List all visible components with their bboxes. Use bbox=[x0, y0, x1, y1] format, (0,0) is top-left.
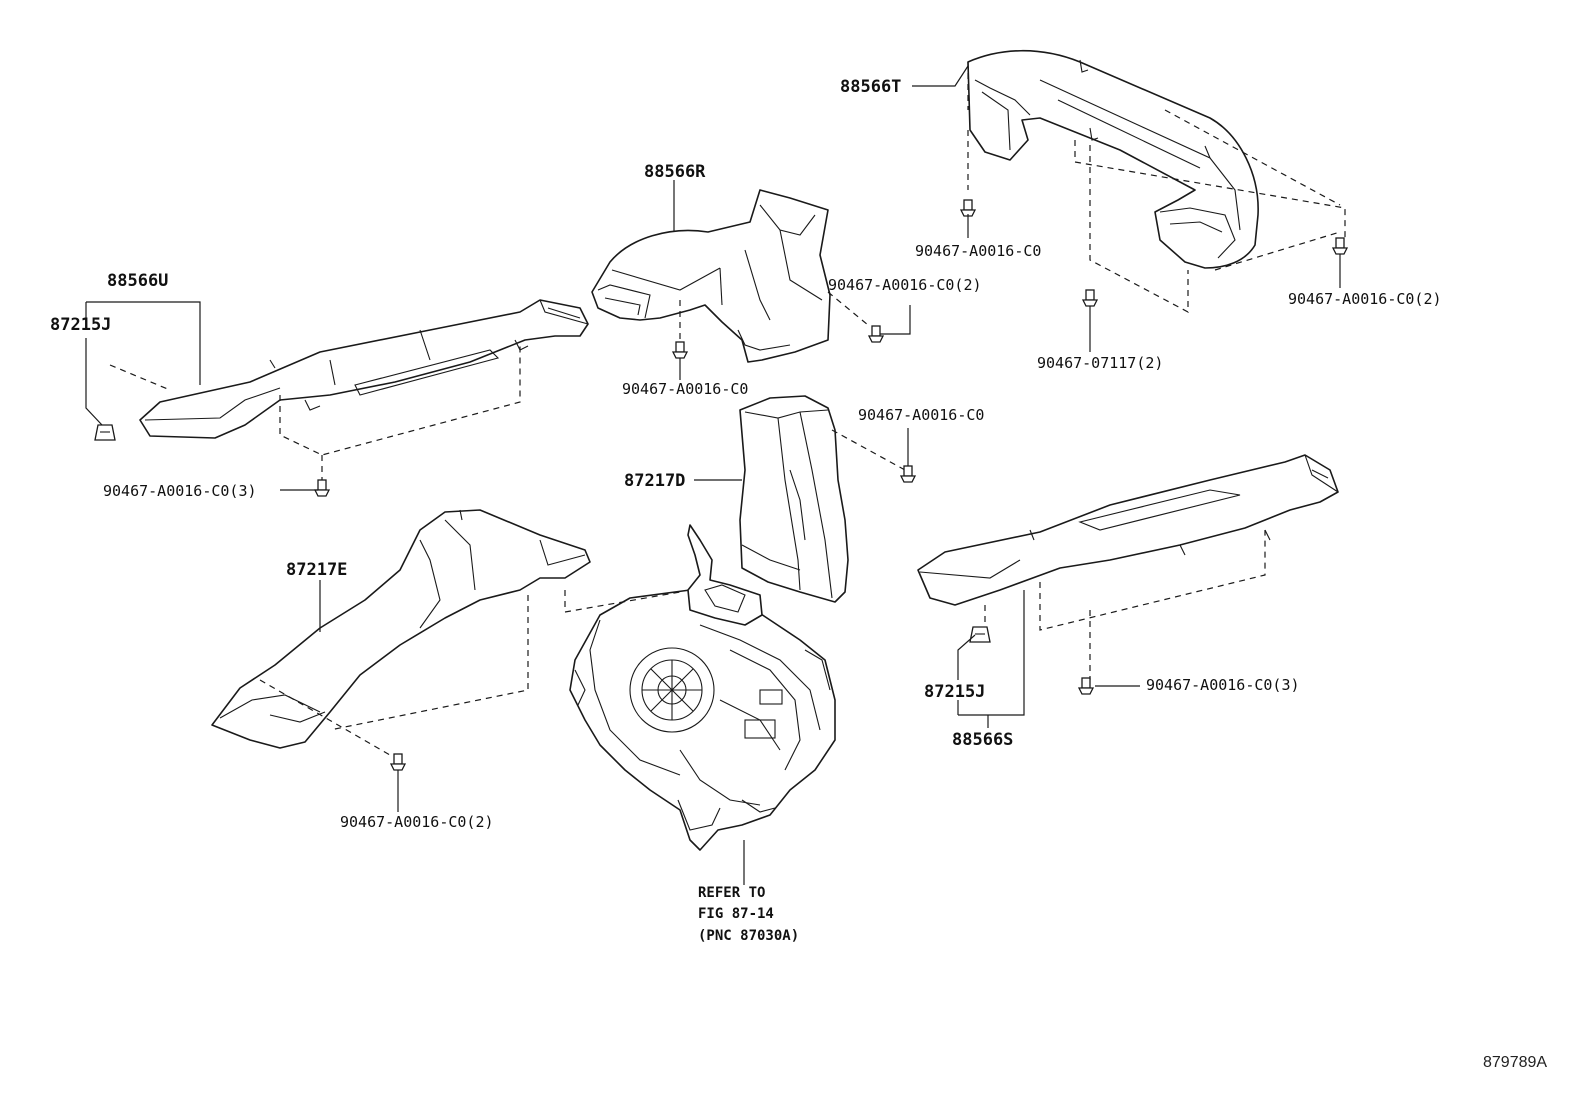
duct-88566U bbox=[139, 299, 589, 439]
label-clip-s-right: 90467-A0016-C0(3) bbox=[1146, 676, 1300, 694]
refer-note-line3: (PNC 87030A) bbox=[698, 928, 799, 944]
leader-lines bbox=[85, 65, 1341, 885]
refer-note-line2: FIG 87-14 bbox=[698, 906, 774, 922]
clip-87215J-right bbox=[969, 626, 991, 643]
figure-id: 879789A bbox=[1483, 1054, 1547, 1071]
label-87215J-left: 87215J bbox=[50, 315, 111, 335]
clip-s-right bbox=[1077, 677, 1095, 695]
label-clip-d-right: 90467-A0016-C0 bbox=[858, 406, 984, 424]
label-clip-u-bottom: 90467-A0016-C0(3) bbox=[103, 482, 257, 500]
mounting-dashed-lines bbox=[109, 62, 1346, 756]
duct-88566S bbox=[917, 454, 1339, 606]
label-88566S: 88566S bbox=[952, 730, 1013, 750]
clip-r-right bbox=[867, 325, 885, 343]
label-clip-t-bottom: 90467-07117(2) bbox=[1037, 354, 1163, 372]
clip-r-bottom bbox=[671, 341, 689, 359]
label-clip-t-right: 90467-A0016-C0(2) bbox=[1288, 290, 1442, 308]
label-clip-t-top: 90467-A0016-C0 bbox=[915, 242, 1041, 260]
refer-note-line1: REFER TO bbox=[698, 885, 765, 901]
part-labels: 88566T 88566R 88566U 87215J 87217D 87217… bbox=[50, 77, 1547, 1071]
clip-t-right bbox=[1331, 237, 1349, 255]
clip-87215J-left bbox=[94, 424, 116, 441]
fastener-clips bbox=[94, 199, 1349, 771]
label-87217D: 87217D bbox=[624, 471, 685, 491]
label-87217E: 87217E bbox=[286, 560, 347, 580]
blower-unit bbox=[569, 524, 836, 851]
label-87215J-right: 87215J bbox=[924, 682, 985, 702]
label-88566R: 88566R bbox=[644, 162, 706, 182]
clip-e-bottom bbox=[389, 753, 407, 771]
clip-t-bottom bbox=[1081, 289, 1099, 307]
label-clip-e-bottom: 90467-A0016-C0(2) bbox=[340, 813, 494, 831]
duct-88566T bbox=[967, 49, 1259, 269]
label-88566T: 88566T bbox=[840, 77, 901, 97]
duct-87217D bbox=[739, 395, 849, 603]
label-clip-r-right: 90467-A0016-C0(2) bbox=[828, 276, 982, 294]
label-clip-r-bottom: 90467-A0016-C0 bbox=[622, 380, 748, 398]
label-88566U: 88566U bbox=[107, 271, 168, 291]
clip-t-top bbox=[959, 199, 977, 217]
duct-87217E bbox=[211, 509, 591, 749]
duct-88566R bbox=[591, 189, 831, 363]
clip-u-bottom bbox=[313, 479, 331, 497]
